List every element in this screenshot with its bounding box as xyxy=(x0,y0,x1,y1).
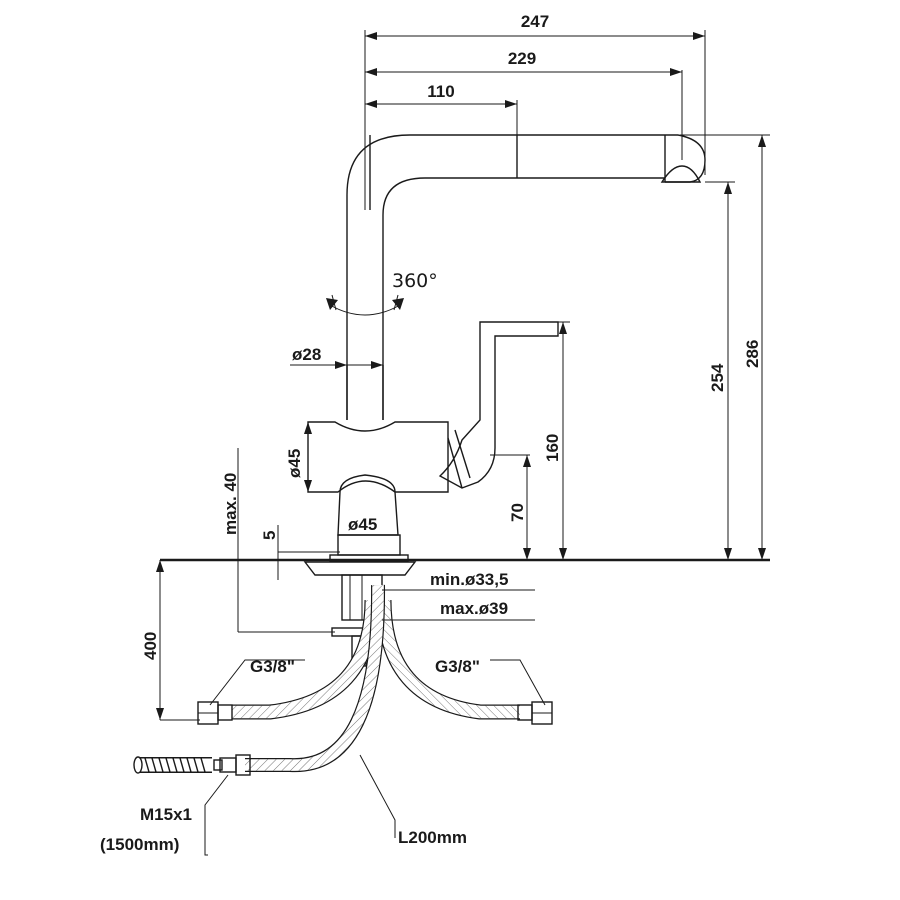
right-supply-fitting xyxy=(517,701,553,725)
rotation-indicator xyxy=(326,294,404,316)
dim-229: 229 xyxy=(508,49,536,68)
body-neck xyxy=(337,474,399,536)
supply-hoses xyxy=(133,584,553,776)
dim-70: 70 xyxy=(508,503,527,522)
hose-fitting xyxy=(133,754,251,776)
dim-247: 247 xyxy=(521,12,549,31)
lever-handle xyxy=(438,321,559,489)
rotation-label: 360° xyxy=(392,270,438,292)
dim-base-thickness: 5 xyxy=(260,531,279,540)
dim-pipe-diameter: ø28 xyxy=(292,345,321,364)
dim-254: 254 xyxy=(708,363,727,392)
hose-length-label: (1500mm) xyxy=(100,835,179,854)
mount-ring xyxy=(303,561,417,576)
dim-hole-max: max.ø39 xyxy=(440,599,508,618)
supply-length-label: L200mm xyxy=(398,828,467,847)
left-supply-fitting xyxy=(197,701,233,725)
spout-tube-inner xyxy=(382,177,665,420)
dim-body-diameter: ø45 xyxy=(285,449,304,478)
faucet-body xyxy=(307,134,706,562)
hose-thread-label: M15x1 xyxy=(140,805,192,824)
dimension-lines xyxy=(156,30,770,856)
dim-below-deck: 400 xyxy=(141,632,160,660)
dim-max-deck: max. 40 xyxy=(221,473,240,535)
dim-286: 286 xyxy=(743,340,762,368)
thread-left-label: G3/8" xyxy=(250,657,295,676)
spout-tube-outer xyxy=(346,134,678,420)
aerator xyxy=(660,165,702,183)
dim-hole-min: min.ø33,5 xyxy=(430,570,508,589)
dimension-labels: 247 229 110 360° ø28 ø45 ø45 max. 40 5 4… xyxy=(100,12,762,854)
dim-110: 110 xyxy=(427,82,454,101)
base-flange xyxy=(337,534,401,556)
thread-right-label: G3/8" xyxy=(435,657,480,676)
dim-base-diameter: ø45 xyxy=(348,515,377,534)
spout-end xyxy=(665,134,706,183)
mixer-body xyxy=(307,421,449,493)
dim-160: 160 xyxy=(543,434,562,462)
